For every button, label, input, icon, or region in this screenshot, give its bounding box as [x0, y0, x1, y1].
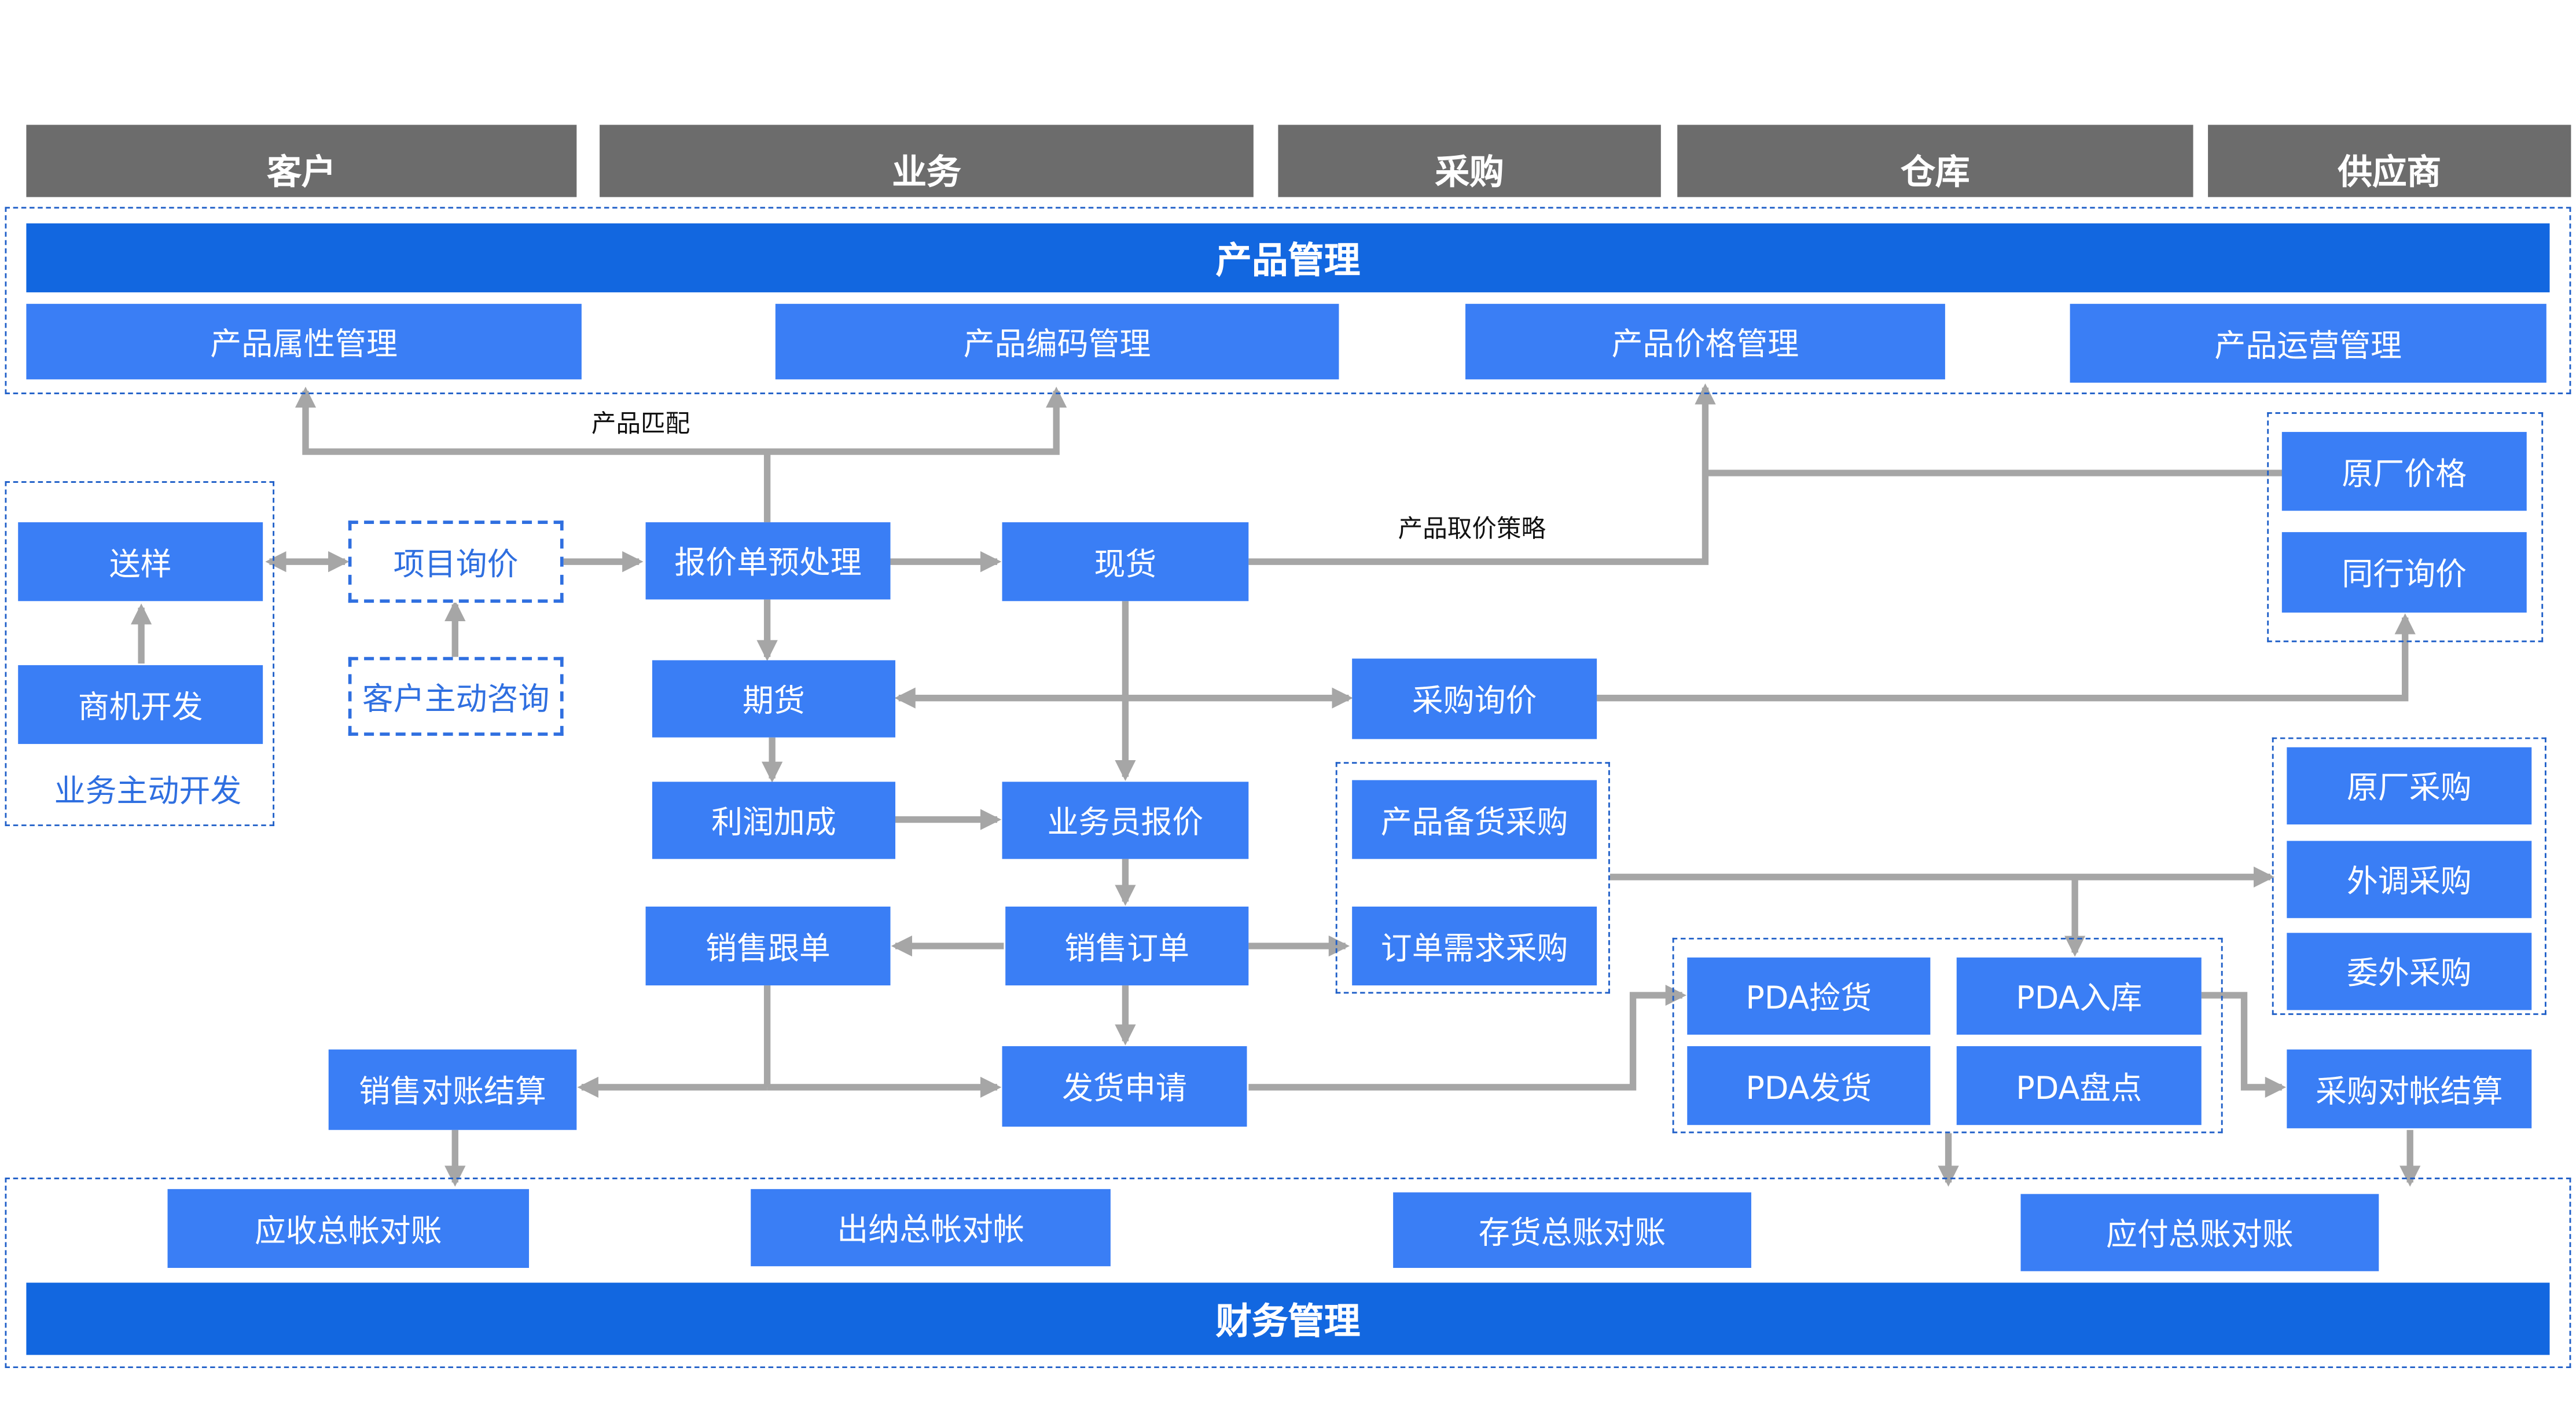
- finance-management-frame: [5, 1177, 2571, 1369]
- arrow-shipping-pda: [1248, 984, 1686, 1091]
- factory-purchase-box: 原厂采购: [2287, 747, 2532, 825]
- header-purchase: 采购: [1278, 124, 1661, 197]
- arrow-match-coding: [767, 386, 1067, 455]
- business-development-label: 业务主动开发: [54, 773, 242, 810]
- header-customer: 客户: [26, 124, 577, 197]
- sales-quote-box: 业务员报价: [1002, 782, 1249, 859]
- pda-inbound-box: PDA入库: [1956, 957, 2202, 1035]
- sales-reconciliation-box: 销售对账结算: [328, 1049, 577, 1130]
- product-coding-box: 产品编码管理: [775, 303, 1339, 380]
- sample-box: 送样: [18, 522, 263, 602]
- factory-price-box: 原厂价格: [2281, 432, 2527, 511]
- sales-tracking-box: 销售跟单: [645, 906, 891, 986]
- product-management-frame: [5, 207, 2571, 394]
- pda-inventory-box: PDA盘点: [1956, 1046, 2202, 1125]
- customer-inquiry-box: 客户主动咨询: [348, 657, 564, 736]
- purchase-frame: [1335, 762, 1610, 994]
- sales-order-box: 销售订单: [1005, 906, 1249, 986]
- shipping-request-box: 发货申请: [1002, 1046, 1247, 1127]
- edge-label-product-match: 产品匹配: [591, 409, 690, 439]
- pda-shipping-box: PDA发货: [1687, 1046, 1931, 1125]
- quote-preprocess-box: 报价单预处理: [645, 522, 891, 600]
- product-attributes-box: 产品属性管理: [26, 303, 582, 380]
- cashier-ledger-box: 出纳总帐对帐: [751, 1189, 1111, 1267]
- header-supplier: 供应商: [2208, 124, 2571, 197]
- supplier-price-frame: [2267, 412, 2544, 643]
- order-purchase-box: 订单需求采购: [1352, 906, 1597, 986]
- stock-purchase-box: 产品备货采购: [1352, 780, 1597, 859]
- spot-box: 现货: [1002, 522, 1249, 602]
- peer-inquiry-box: 同行询价: [2281, 532, 2527, 613]
- business-development-frame: [5, 481, 275, 826]
- product-management-title: 产品管理: [26, 223, 2550, 292]
- arrow-match-attributes: [295, 386, 771, 523]
- opportunity-box: 商机开发: [18, 665, 263, 745]
- profit-markup-box: 利润加成: [652, 782, 896, 859]
- supplier-purchase-frame: [2272, 737, 2546, 1015]
- product-operations-box: 产品运营管理: [2070, 303, 2546, 383]
- project-inquiry-box: 项目询价: [348, 520, 564, 603]
- header-business: 业务: [600, 124, 1254, 197]
- futures-box: 期货: [652, 660, 896, 738]
- outsourced-purchase-box: 委外采购: [2287, 933, 2532, 1010]
- inventory-ledger-box: 存货总账对账: [1393, 1192, 1751, 1268]
- receivable-ledger-box: 应收总帐对账: [167, 1189, 530, 1268]
- product-pricing-box: 产品价格管理: [1465, 303, 1945, 380]
- header-warehouse: 仓库: [1677, 124, 2193, 197]
- purchase-reconciliation-box: 采购对帐结算: [2287, 1049, 2532, 1128]
- transfer-purchase-box: 外调采购: [2287, 841, 2532, 918]
- edge-label-price-strategy: 产品取价策略: [1398, 514, 1546, 544]
- finance-management-title: 财务管理: [26, 1282, 2550, 1355]
- payable-ledger-box: 应付总账对账: [2020, 1194, 2379, 1271]
- purchase-inquiry-box: 采购询价: [1352, 658, 1597, 739]
- pda-frame: [1672, 937, 2223, 1134]
- pda-picking-box: PDA捡货: [1687, 957, 1931, 1035]
